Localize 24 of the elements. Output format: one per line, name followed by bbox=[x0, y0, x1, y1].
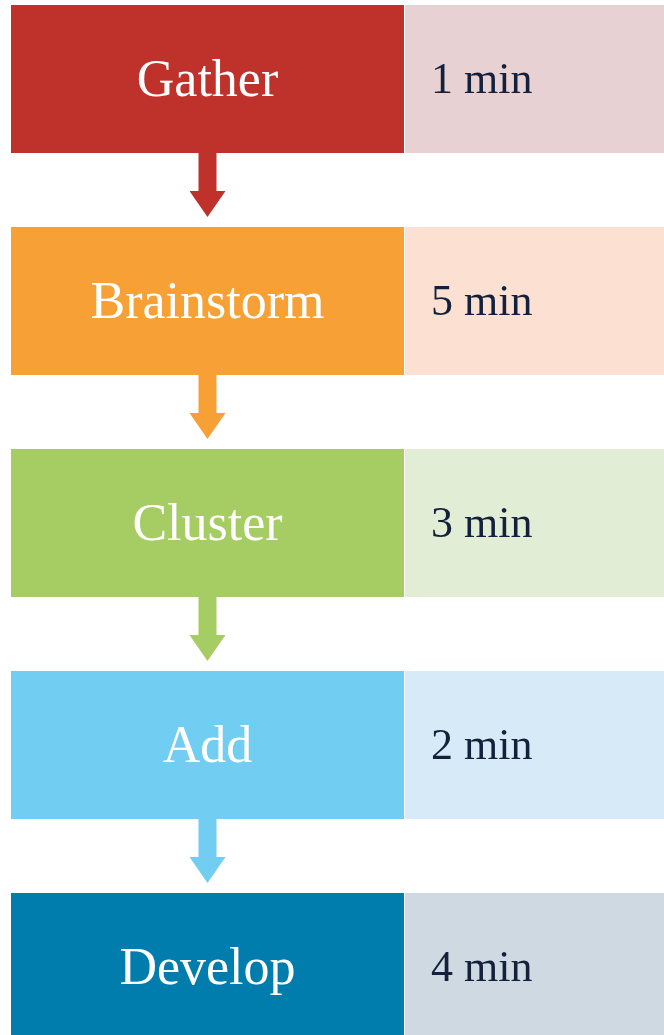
arrow bbox=[189, 819, 226, 883]
step-box bbox=[11, 893, 404, 1035]
step-box bbox=[11, 449, 404, 597]
duration-box bbox=[405, 893, 664, 1035]
step-label: Add bbox=[162, 719, 253, 771]
duration-box bbox=[405, 449, 664, 597]
duration-label: 1 min bbox=[431, 57, 533, 101]
step-box bbox=[11, 671, 404, 819]
step-box bbox=[11, 227, 404, 375]
step-label: Brainstorm bbox=[90, 275, 325, 327]
arrow bbox=[189, 153, 226, 217]
duration-label: 4 min bbox=[431, 945, 533, 989]
arrow bbox=[189, 375, 226, 439]
duration-label: 2 min bbox=[431, 723, 533, 767]
step-label: Develop bbox=[119, 941, 296, 993]
duration-box bbox=[405, 5, 664, 153]
step-label: Cluster bbox=[132, 497, 283, 549]
duration-label: 5 min bbox=[431, 279, 533, 323]
duration-label: 3 min bbox=[431, 501, 533, 545]
duration-box bbox=[405, 671, 664, 819]
duration-box bbox=[405, 227, 664, 375]
step-label: Gather bbox=[136, 53, 279, 105]
step-box bbox=[11, 5, 404, 153]
arrow bbox=[189, 597, 226, 661]
